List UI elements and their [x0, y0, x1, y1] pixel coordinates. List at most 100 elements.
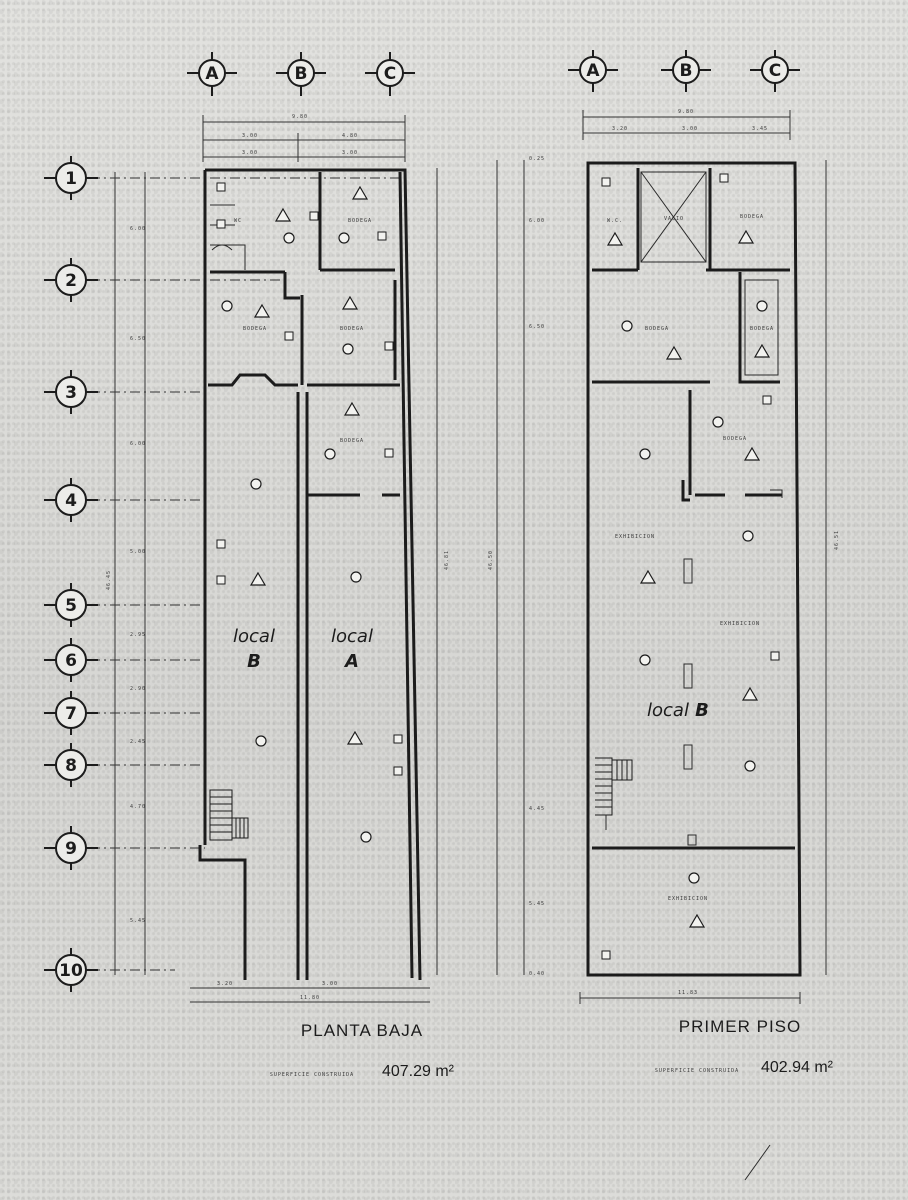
- grid-bubble-a-first: A: [568, 50, 618, 92]
- row-grid-label: 3: [65, 383, 77, 403]
- first-left-dimensions: 46.50 6.00 6.50 4.45 5.45 0.25 0.40: [488, 156, 545, 977]
- finish-square-marker: [284, 331, 294, 341]
- row-grid-label: 5: [65, 596, 77, 616]
- finish-triangle-marker: [688, 913, 706, 928]
- svg-text:3.00: 3.00: [242, 150, 258, 156]
- room-label-bodega: BODEGA: [243, 326, 267, 332]
- row-grid-label: 2: [65, 271, 77, 291]
- first-stair: [595, 757, 633, 830]
- first-area-label: SUPERFICIE CONSTRUIDA: [655, 1068, 739, 1074]
- row-grid-label: 7: [65, 704, 77, 724]
- svg-text:3.00: 3.00: [322, 981, 338, 987]
- finish-triangle-marker: [351, 185, 369, 200]
- svg-text:5.45: 5.45: [529, 901, 545, 907]
- row-grid-label: 4: [65, 491, 77, 511]
- room-label-bodega: BODEGA: [348, 218, 372, 224]
- row-grid-label: 6: [65, 651, 77, 671]
- finish-square-marker: [309, 211, 319, 221]
- row-bubble-4: 4: [44, 478, 205, 522]
- local-a-letter: A: [343, 651, 359, 672]
- finish-markers: [216, 173, 780, 960]
- local-b-letter-first: B: [695, 700, 709, 721]
- svg-text:6.00: 6.00: [130, 441, 146, 447]
- finish-circle-marker: [283, 232, 295, 244]
- ground-plan-title: PLANTA BAJA: [301, 1021, 423, 1040]
- finish-circle-marker: [639, 654, 651, 666]
- row-grid-label: 10: [59, 961, 83, 981]
- room-label-exhibicion: EXHIBICION: [615, 534, 655, 540]
- finish-circle-marker: [621, 320, 633, 332]
- finish-square-marker: [216, 575, 226, 585]
- grid-bubble-c-first: C: [750, 50, 800, 92]
- room-label-exhibicion: EXHIBICION: [720, 621, 760, 627]
- row-bubble-8: 8: [44, 743, 205, 787]
- svg-text:11.80: 11.80: [300, 995, 320, 1001]
- grid-label: A: [205, 64, 219, 84]
- svg-text:4.70: 4.70: [130, 804, 146, 810]
- grid-bubble-a-ground: A: [187, 52, 237, 96]
- ground-left-dimensions: 46.45 6.00 6.50 6.00 5.00 2.95 2.90 2.45…: [106, 172, 146, 975]
- svg-text:6.50: 6.50: [130, 336, 146, 342]
- row-bubble-3: 3: [44, 370, 210, 414]
- finish-square-marker: [770, 651, 780, 661]
- row-bubble-1: 1: [44, 156, 405, 200]
- finish-circle-marker: [255, 735, 267, 747]
- finish-triangle-marker: [341, 295, 359, 310]
- finish-square-marker: [384, 448, 394, 458]
- svg-text:5.00: 5.00: [130, 549, 146, 555]
- row-bubble-10: 10: [44, 948, 175, 992]
- finish-triangle-marker: [274, 207, 292, 222]
- finish-circle-marker: [324, 448, 336, 460]
- svg-text:3.00: 3.00: [242, 133, 258, 139]
- finish-square-marker: [601, 950, 611, 960]
- first-floor-plan: W.C. VACIO BODEGA BODEGA BODEGA BODEGA E…: [579, 161, 834, 1076]
- svg-text:6.00: 6.00: [529, 218, 545, 224]
- room-label-bodega: BODEGA: [340, 326, 364, 332]
- svg-text:3.20: 3.20: [217, 981, 233, 987]
- grid-bubble-b-ground: B: [276, 52, 326, 96]
- grid-label: B: [295, 64, 308, 84]
- svg-text:11.83: 11.83: [678, 990, 698, 996]
- first-area-value: 402.94 m²: [761, 1059, 834, 1076]
- finish-triangle-marker: [743, 446, 761, 461]
- svg-text:3.45: 3.45: [752, 126, 768, 132]
- row-bubble-9: 9: [44, 826, 205, 870]
- svg-text:3.00: 3.00: [682, 126, 698, 132]
- finish-triangle-marker: [737, 229, 755, 244]
- finish-circle-marker: [688, 872, 700, 884]
- svg-text:2.95: 2.95: [130, 632, 146, 638]
- grid-label: C: [769, 61, 781, 81]
- grid-bubble-b-first: B: [661, 50, 711, 92]
- room-label-bodega: BODEGA: [723, 436, 747, 442]
- finish-square-marker: [216, 182, 226, 192]
- first-top-dimensions: 9.80 3.20 3.00 3.45: [582, 109, 791, 140]
- room-label-vacio: VACIO: [664, 216, 684, 222]
- row-bubble-2: 2: [44, 258, 290, 302]
- room-label-bodega: BODEGA: [750, 326, 774, 332]
- finish-circle-marker: [350, 571, 362, 583]
- svg-text:4.45: 4.45: [529, 806, 545, 812]
- svg-text:46.50: 46.50: [488, 550, 494, 570]
- svg-text:9.80: 9.80: [292, 114, 308, 120]
- svg-text:2.90: 2.90: [130, 686, 146, 692]
- finish-circle-marker: [742, 530, 754, 542]
- svg-text:0.40: 0.40: [529, 971, 545, 977]
- first-column-grid: A B C: [568, 50, 800, 92]
- room-label-bodega: BODEGA: [340, 438, 364, 444]
- grid-label: B: [680, 61, 693, 81]
- finish-square-marker: [601, 177, 611, 187]
- finish-circle-marker: [712, 416, 724, 428]
- svg-text:9.80: 9.80: [678, 109, 694, 115]
- row-bubble-5: 5: [44, 583, 205, 627]
- finish-square-marker: [216, 219, 226, 229]
- svg-text:3.20: 3.20: [612, 126, 628, 132]
- svg-text:6.50: 6.50: [529, 324, 545, 330]
- svg-text:2.45: 2.45: [130, 739, 146, 745]
- local-b-letter: B: [247, 651, 261, 672]
- finish-triangle-marker: [346, 730, 364, 745]
- ground-column-grid: A B C: [187, 52, 415, 96]
- local-b-word: local: [233, 626, 275, 647]
- finish-square-marker: [216, 539, 226, 549]
- ground-stair: [209, 789, 249, 841]
